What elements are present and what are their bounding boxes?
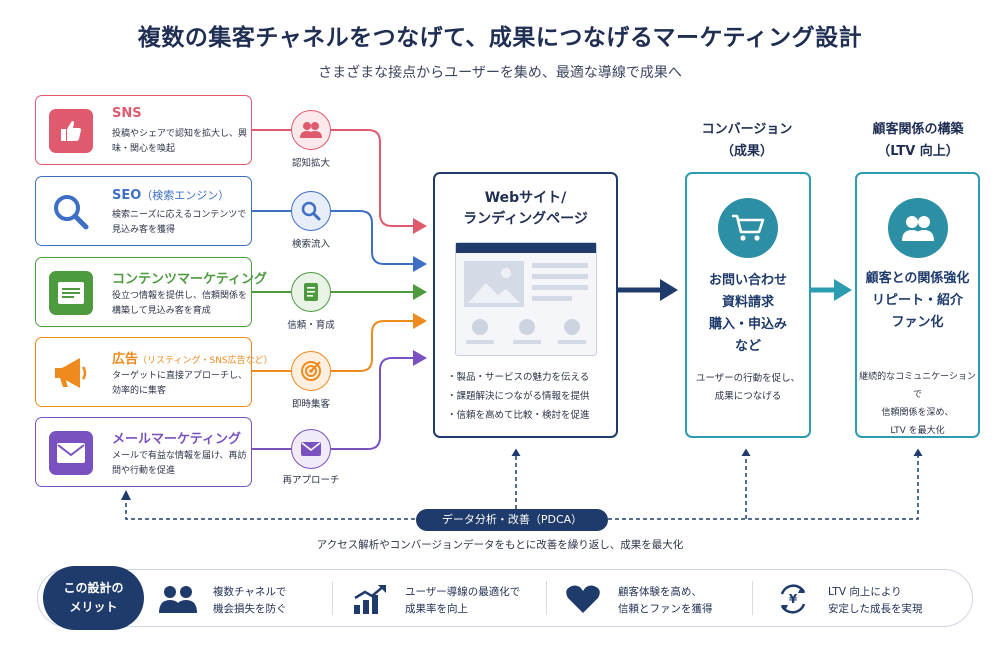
channel-desc: 検索ニーズに応えるコンテンツで見込み客を獲得 [112,210,247,235]
relation-note: 継続的なコミュニケーションで 信頼関係を深め、 LTV を最大化 [859,372,976,436]
mid-label-reapproach: 再アプローチ [282,475,340,486]
channel-desc: メールで有益な情報を届け、再訪問や行動を促進 [112,451,247,476]
mid-label-instant: 即時集客 [291,399,330,410]
merit-divider [546,581,547,615]
merit-item: ユーザー導線の最適化で成果率を向上 [349,582,539,616]
people-icon [888,198,948,258]
magnifier-icon [49,190,93,234]
merit-text: 顧客体験を高め、信頼とファンを獲得 [618,586,713,615]
article-icon [49,271,93,315]
mid-label-nurture: 信頼・育成 [287,320,335,331]
website-box: Webサイト/ ランディングページ ・製品・サービスの魅力を伝える ・課題解決に… [433,172,618,438]
heart-icon [562,582,604,616]
growth-chart-icon [349,582,391,616]
merits-bar [37,569,973,627]
merit-item: 複数チャネルで機会損失を防ぐ [157,582,327,616]
document-icon [291,272,331,312]
cart-icon [718,198,778,258]
mail-icon [291,429,331,469]
merit-divider [752,581,753,615]
channel-card-seo: SEO（検索エンジン） 検索ニーズに応えるコンテンツで見込み客を獲得 [35,176,252,246]
yen-cycle-icon: ¥ [772,582,814,616]
page-subtitle: さまざまな接点からユーザーを集め、最適な導線で成果へ [318,65,682,81]
channel-card-email: メールマーケティング メールで有益な情報を届け、再訪問や行動を促進 [35,417,252,487]
channel-card-sns: SNS 投稿やシェアで認知を拡大し、興味・関心を喚起 [35,95,252,165]
browser-mockup [455,242,597,356]
pdca-note: アクセス解析やコンバージョンデータをもとに改善を繰り返し、成果を最大化 [316,539,684,551]
merit-text: LTV 向上により安定した成長を実現 [828,586,923,615]
channel-desc: ターゲットに直接アプローチし、効率的に集客 [112,371,248,396]
conversion-note: ユーザーの行動を促し、 成果につなげる [695,373,801,402]
megaphone-icon [49,351,93,395]
website-bullets: ・製品・サービスの魅力を伝える ・課題解決につながる情報を提供 ・信頼を高めて比… [447,372,590,421]
website-title: Webサイト/ ランディングページ [463,190,588,227]
relation-box: 顧客との関係強化 リピート・紹介 ファン化 継続的なコミュニケーションで 信頼関… [855,172,980,438]
mid-label-awareness: 認知拡大 [291,158,330,169]
channel-name: メールマーケティング [112,432,241,447]
search-icon [291,191,331,231]
image-placeholder-icon [464,261,524,307]
target-icon [291,351,331,391]
merit-item: 顧客体験を高め、信頼とファンを獲得 [562,582,742,616]
conversion-box: お問い合わせ 資料請求 購入・申込み など ユーザーの行動を促し、 成果につなげ… [685,172,811,438]
channel-desc: 投稿やシェアで認知を拡大し、興味・関心を喚起 [112,129,248,154]
merit-item: ¥ LTV 向上により安定した成長を実現 [772,582,952,616]
channel-card-ads: 広告（リスティング・SNS広告など） ターゲットに直接アプローチし、効率的に集客 [35,337,273,407]
merits-badge: この設計のメリット [43,566,144,630]
channel-name: 広告（リスティング・SNS広告など） [112,352,273,367]
svg-text:¥: ¥ [789,592,798,606]
channel-name: SNS [112,106,142,121]
relation-items: 顧客との関係強化 リピート・紹介 ファン化 [865,271,970,330]
group-icon [157,582,199,616]
channel-card-content: コンテンツマーケティング 役立つ情報を提供し、信頼関係を構築して見込み客を育成 [35,257,267,327]
envelope-icon [49,431,93,475]
merit-divider [332,581,333,615]
relation-heading: 顧客関係の構築 （LTV 向上） [872,122,964,159]
channel-desc: 役立つ情報を提供し、信頼関係を構築して見込み客を育成 [112,291,248,316]
thumbs-up-icon [49,109,93,153]
pdca-label: データ分析・改善（PDCA） [416,509,608,531]
page-title: 複数の集客チャネルをつなげて、成果につなげるマーケティング設計 [137,25,863,51]
channel-name: SEO（検索エンジン） [112,188,230,203]
conversion-heading: コンバージョン （成果） [701,122,793,159]
merit-text: 複数チャネルで機会損失を防ぐ [213,586,287,615]
people-icon [291,110,331,150]
channel-name: コンテンツマーケティング [112,272,267,287]
conversion-items: お問い合わせ 資料請求 購入・申込み など [708,273,787,354]
mid-label-search: 検索流入 [291,239,330,250]
merit-text: ユーザー導線の最適化で成果率を向上 [405,586,521,615]
